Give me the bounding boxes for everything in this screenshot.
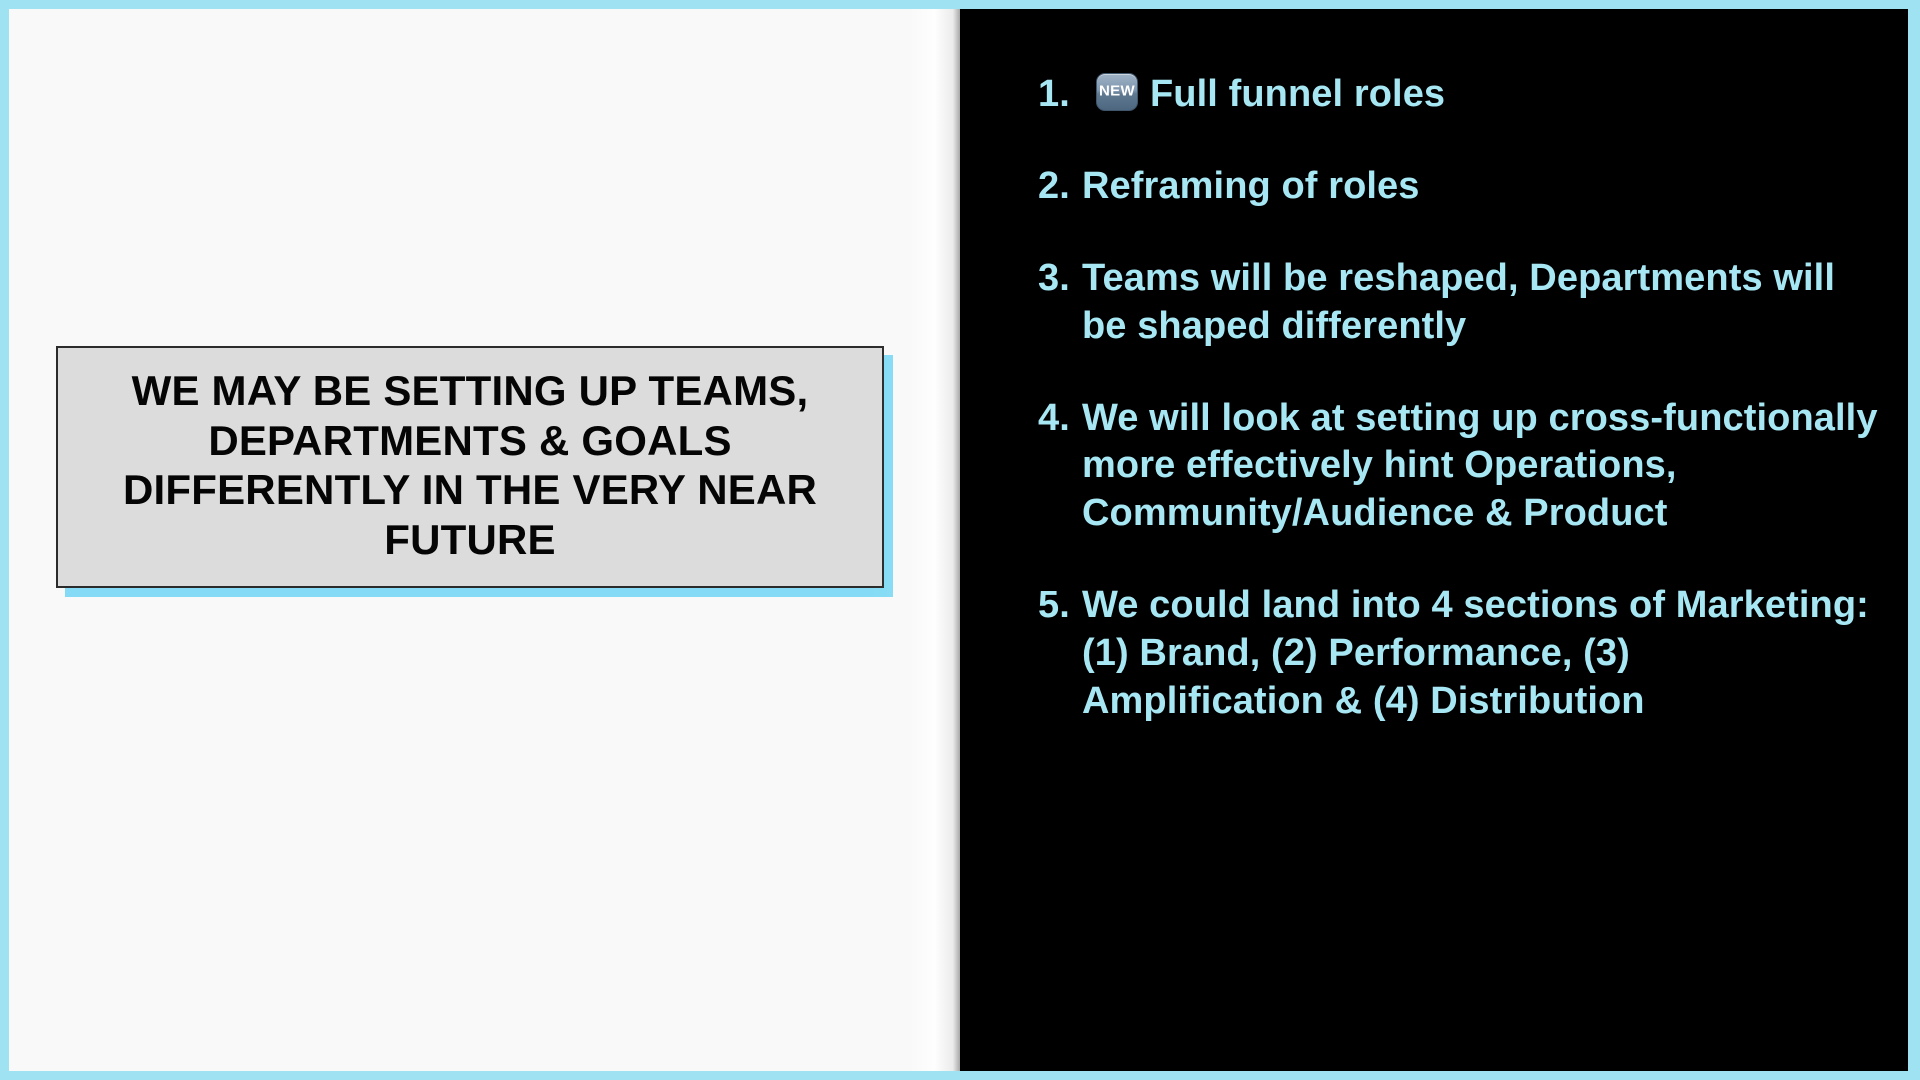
list-item: 5. We could land into 4 sections of Mark… (1038, 582, 1878, 726)
list-item-number: 5. (1038, 584, 1070, 627)
callout-box: WE MAY BE SETTING UP TEAMS, DEPARTMENTS … (56, 346, 884, 589)
list-item-body: NEW Full funnel roles (1096, 71, 1878, 119)
new-badge-emoji-label: NEW (1099, 82, 1135, 100)
list-item-text: Full funnel roles (1150, 73, 1446, 115)
list-item: 1. NEW Full funnel roles (1038, 71, 1878, 119)
list-item-text: We could land into 4 sections of Marketi… (1082, 584, 1869, 722)
list-item-number: 1. (1038, 73, 1070, 115)
list-item-number: 4. (1038, 396, 1070, 439)
callout-text: WE MAY BE SETTING UP TEAMS, DEPARTMENTS … (122, 367, 818, 563)
list-item-text: We will look at setting up cross-functio… (1082, 396, 1878, 535)
callout-box-wrapper: WE MAY BE SETTING UP TEAMS, DEPARTMENTS … (56, 346, 884, 589)
list-item-text: Teams will be reshaped, Departments will… (1082, 256, 1835, 347)
list-item: 3. Teams will be reshaped, Departments w… (1038, 255, 1878, 351)
list-item-number: 2. (1038, 164, 1070, 207)
list-item: 4. We will look at setting up cross-func… (1038, 395, 1878, 539)
list-item: 2. Reframing of roles (1038, 163, 1878, 211)
right-black-panel: 1. NEW Full funnel roles 2. Reframing of … (960, 9, 1908, 1071)
list-item-text: Reframing of roles (1082, 164, 1420, 207)
numbered-list: 1. NEW Full funnel roles 2. Reframing of … (1038, 71, 1878, 726)
list-item-number: 3. (1038, 256, 1070, 299)
new-badge-emoji-icon: NEW (1096, 73, 1138, 111)
left-page-panel: WE MAY BE SETTING UP TEAMS, DEPARTMENTS … (9, 9, 960, 1071)
